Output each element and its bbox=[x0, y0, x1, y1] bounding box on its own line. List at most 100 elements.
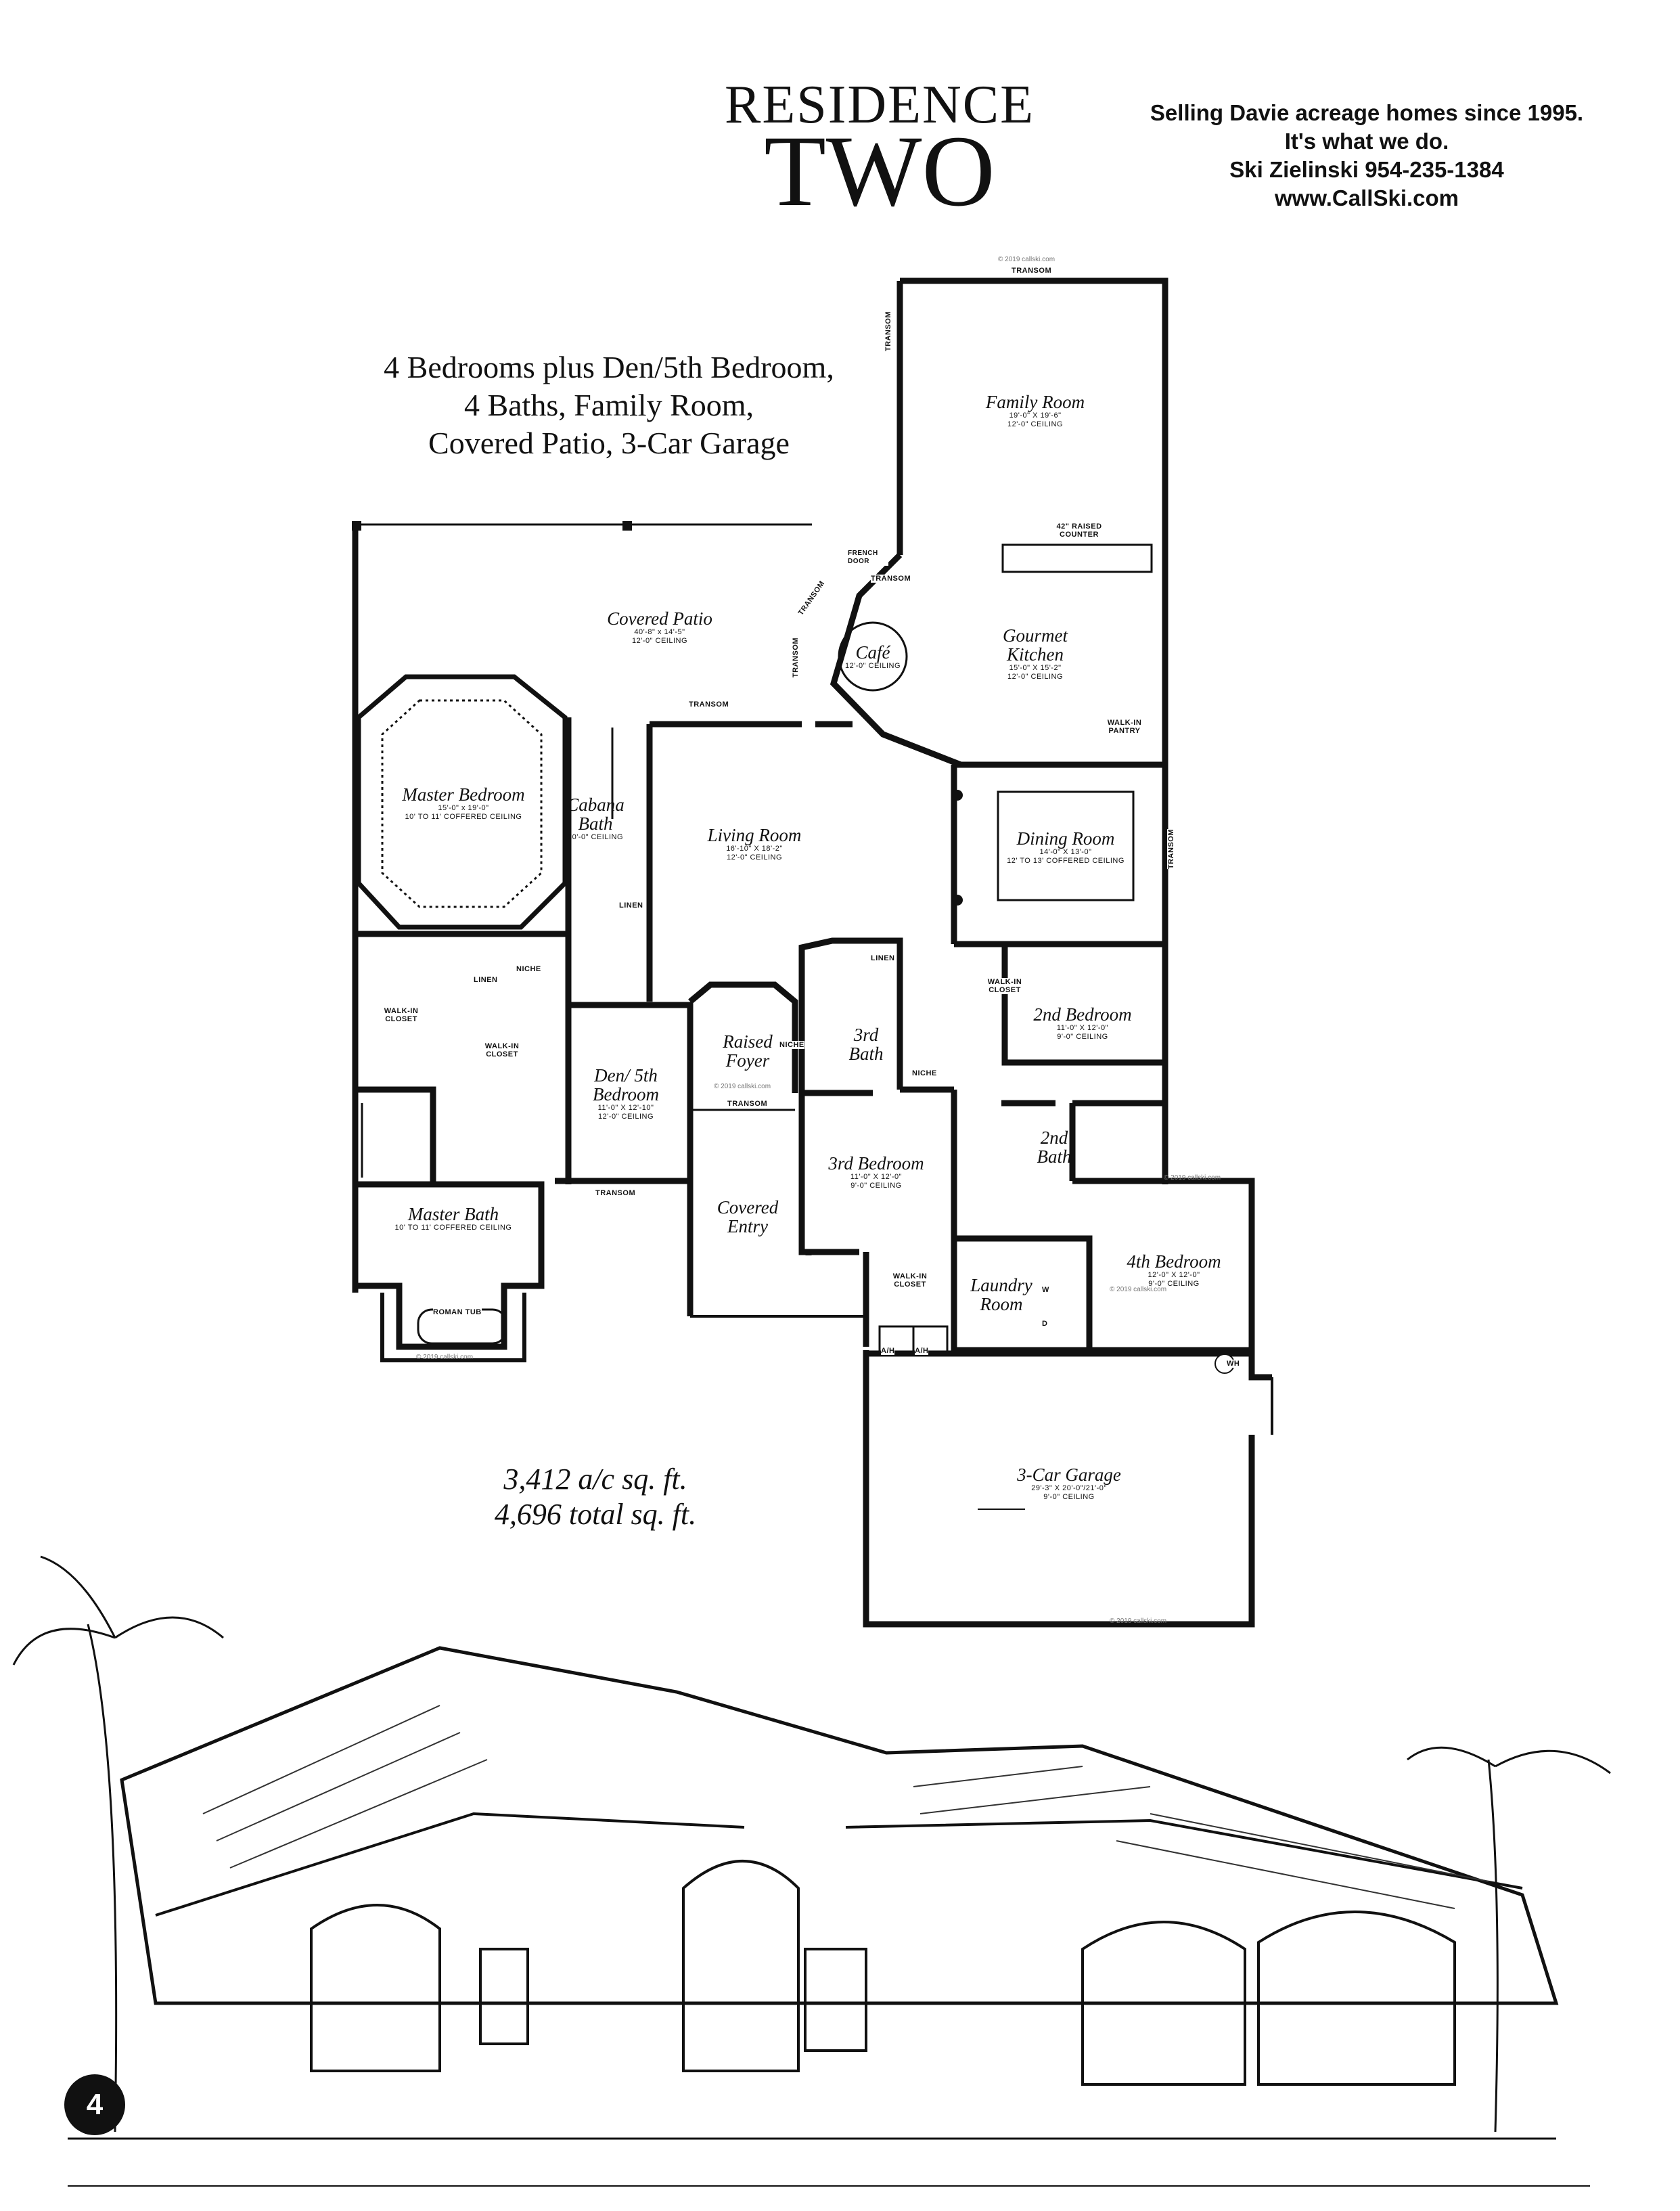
room-dims: 12'-0" X 12'-0" bbox=[1148, 1271, 1200, 1279]
features-line-2: 4 Baths, Family Room, bbox=[463, 388, 754, 422]
tag-linen-cabana: LINEN bbox=[619, 901, 643, 910]
room-name: 4th Bedroom bbox=[1127, 1251, 1221, 1272]
room-fourth-bedroom: 4th Bedroom 12'-0" X 12'-0" 9'-0" CEILIN… bbox=[1103, 1252, 1245, 1289]
watermark-foyer: © 2019 callski.com bbox=[714, 1083, 771, 1090]
residence-label: RESIDENCE bbox=[725, 75, 1035, 135]
room-dims: 15'-0" x 19'-0" bbox=[438, 804, 489, 812]
room-dims: 11'-0" X 12'-0" bbox=[1056, 1024, 1109, 1032]
room-second-bath: 2nd Bath bbox=[1027, 1128, 1081, 1166]
room-ceiling: 9'-0" CEILING bbox=[850, 1182, 902, 1190]
room-laundry: Laundry Room bbox=[964, 1276, 1039, 1314]
tag-transom-family: TRANSOM bbox=[884, 311, 892, 352]
room-name: 3rd Bedroom bbox=[828, 1153, 924, 1174]
room-name: Dining Room bbox=[1016, 828, 1115, 849]
room-dims: 40'-8" x 14'-5" bbox=[634, 628, 685, 636]
room-ceiling: 12'-0" CEILING bbox=[726, 853, 783, 862]
watermark-top: © 2019 callski.com bbox=[998, 256, 1055, 263]
room-ceiling: 10'-0" CEILING bbox=[567, 833, 624, 841]
contact-line-tagline: Selling Davie acreage homes since 1995. bbox=[1150, 100, 1584, 125]
tag-transom-patio: TRANSOM bbox=[689, 700, 729, 709]
room-name: Covered Patio bbox=[607, 608, 712, 629]
total-square-feet: 4,696 total sq. ft. bbox=[494, 1498, 697, 1531]
room-garage: 3-Car Garage 29'-3" X 20'-0"/21'-0" 9'-0… bbox=[981, 1465, 1157, 1502]
room-cafe: Café 12'-0" CEILING bbox=[832, 643, 913, 671]
tag-linen-hall: LINEN bbox=[871, 954, 895, 962]
tag-transom-den: TRANSOM bbox=[595, 1189, 636, 1197]
tag-transom-cafe: TRANSOM bbox=[871, 575, 911, 583]
room-living-room: Living Room 16'-10" X 18'-2" 12'-0" CEIL… bbox=[677, 826, 832, 862]
room-master-bedroom: Master Bedroom 15'-0" x 19'-0" 10' TO 11… bbox=[379, 785, 548, 822]
room-ceiling: 12'-0" CEILING bbox=[844, 662, 901, 670]
tag-niche-master: NICHE bbox=[516, 965, 541, 973]
room-name: 2nd Bath bbox=[1037, 1127, 1072, 1167]
room-dims: 15'-0" X 15'-2" bbox=[1009, 664, 1062, 672]
room-master-bath: Master Bath 10' TO 11' COFFERED CEILING bbox=[379, 1205, 528, 1232]
tag-walk-in-closet-master: WALK-IN CLOSET bbox=[381, 1007, 422, 1023]
tag-transom-cafe-west: TRANSOM bbox=[792, 638, 800, 678]
room-cabana-bath: Cabana Bath 10'-0" CEILING bbox=[562, 795, 629, 842]
tag-transom-top: TRANSOM bbox=[1012, 267, 1052, 275]
room-ceiling: 10' TO 11' COFFERED CEILING bbox=[394, 1224, 512, 1232]
contact-line-motto: It's what we do. bbox=[1284, 129, 1449, 154]
contact-block: Selling Davie acreage homes since 1995. … bbox=[1069, 99, 1664, 213]
room-third-bath: 3rd Bath bbox=[842, 1025, 890, 1063]
room-family-room: Family Room 19'-0" X 19'-6" 12'-0" CEILI… bbox=[947, 393, 1123, 429]
tag-raised-counter: 42" RAISED COUNTER bbox=[1045, 522, 1113, 539]
room-ceiling: 12'-0" CEILING bbox=[597, 1113, 654, 1121]
room-den: Den/ 5th Bedroom 11'-0" X 12'-10" 12'-0"… bbox=[565, 1066, 687, 1121]
tag-linen-master: LINEN bbox=[474, 976, 498, 984]
room-dims: 16'-10" X 18'-2" bbox=[726, 845, 783, 853]
contact-line-phone: Ski Zielinski 954-235-1384 bbox=[1229, 157, 1504, 182]
watermark-master-bath: © 2019 callski.com bbox=[416, 1354, 474, 1361]
room-name: Covered Entry bbox=[717, 1197, 779, 1236]
room-dims: 14'-0" X 13'-0" bbox=[1039, 848, 1092, 856]
tag-transom-foyer: TRANSOM bbox=[727, 1100, 768, 1108]
tag-walk-in-closet-3rd: WALK-IN CLOSET bbox=[890, 1272, 930, 1289]
room-name: Master Bath bbox=[407, 1204, 499, 1224]
room-name: Living Room bbox=[707, 825, 802, 845]
contact-line-website[interactable]: www.CallSki.com bbox=[1274, 185, 1459, 210]
room-name: Laundry Room bbox=[970, 1275, 1032, 1314]
room-ceiling: 9'-0" CEILING bbox=[1043, 1493, 1095, 1501]
room-name: Cabana Bath bbox=[566, 795, 625, 834]
features-line-1: 4 Bedrooms plus Den/5th Bedroom, bbox=[384, 350, 834, 384]
palm-tree-sketches bbox=[12, 1555, 1611, 2132]
room-raised-foyer: Raised Foyer bbox=[710, 1032, 785, 1070]
tag-air-handler-2: A/H bbox=[915, 1347, 929, 1355]
model-name: TWO bbox=[764, 115, 995, 227]
room-dining-room: Dining Room 14'-0" X 13'-0" 12' TO 13' C… bbox=[995, 829, 1137, 866]
watermark-2nd-bath: © 2019 callski.com bbox=[1164, 1174, 1221, 1182]
roof-hatching bbox=[202, 1705, 1489, 1909]
room-name: Gourmet Kitchen bbox=[1003, 625, 1068, 665]
room-covered-patio: Covered Patio 40'-8" x 14'-5" 12'-0" CEI… bbox=[568, 609, 751, 646]
room-name: Master Bedroom bbox=[402, 784, 525, 805]
tag-air-handler-1: A/H bbox=[881, 1347, 895, 1355]
room-ceiling: 12'-0" CEILING bbox=[1007, 420, 1064, 428]
features-block: 4 Bedrooms plus Den/5th Bedroom, 4 Baths… bbox=[311, 349, 907, 462]
room-dims: 11'-0" X 12'-0" bbox=[850, 1173, 903, 1181]
room-ceiling: 10' TO 11' COFFERED CEILING bbox=[405, 813, 522, 821]
tag-transom-dining: TRANSOM bbox=[1167, 829, 1175, 870]
room-name: 2nd Bedroom bbox=[1033, 1004, 1132, 1025]
tag-water-heater: WH bbox=[1227, 1360, 1240, 1368]
tag-walk-in-pantry: WALK-IN PANTRY bbox=[1104, 719, 1145, 735]
square-footage: 3,412 a/c sq. ft. 4,696 total sq. ft. bbox=[419, 1462, 771, 1532]
room-name: Family Room bbox=[985, 392, 1085, 412]
page-number-badge: 4 bbox=[64, 2074, 125, 2135]
tag-dryer: D bbox=[1042, 1320, 1048, 1328]
tag-washer: W bbox=[1042, 1286, 1049, 1294]
features-line-3: Covered Patio, 3-Car Garage bbox=[428, 426, 790, 460]
tag-roman-tub: ROMAN TUB bbox=[433, 1308, 482, 1316]
room-covered-entry: Covered Entry bbox=[700, 1198, 795, 1236]
tag-walk-in-closet-2nd: WALK-IN CLOSET bbox=[981, 978, 1028, 994]
room-ceiling: 12'-0" CEILING bbox=[1007, 673, 1064, 681]
room-ceiling: 9'-0" CEILING bbox=[1057, 1033, 1108, 1041]
room-dims: 19'-0" X 19'-6" bbox=[1009, 411, 1062, 420]
room-ceiling: 12'-0" CEILING bbox=[631, 637, 688, 645]
room-name: 3-Car Garage bbox=[1017, 1465, 1121, 1485]
room-name: Den/ 5th Bedroom bbox=[593, 1065, 659, 1104]
room-gourmet-kitchen: Gourmet Kitchen 15'-0" X 15'-2" 12'-0" C… bbox=[981, 626, 1089, 682]
room-name: 3rd Bath bbox=[848, 1025, 884, 1064]
room-name: Raised Foyer bbox=[723, 1031, 773, 1071]
